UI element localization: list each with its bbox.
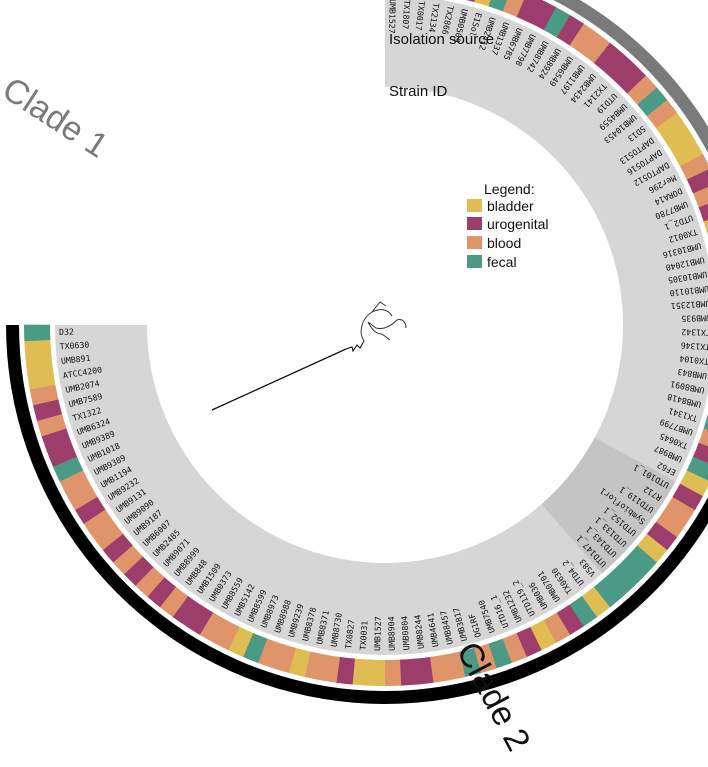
strain-label: UMB1527 [387,0,398,34]
tree-branches [212,302,406,410]
strain-label: TX0630 [59,339,89,351]
legend-label-bladder: bladder [487,198,534,214]
legend-label-urogenital: urogenital [487,216,549,232]
strain-label: TX1346 [680,340,708,352]
strain-label: UMB1527 [372,616,383,651]
legend-label-fecal: fecal [487,254,517,270]
legend: Legend: bladder urogenital blood fecal [467,181,549,270]
legend-swatch-bladder [467,199,482,212]
strain-label: UMB935 [681,313,708,324]
source-cell-69 [385,660,402,686]
source-cell-68 [400,659,418,686]
source-cell-71 [352,659,370,686]
legend-label-blood: blood [487,235,521,251]
branch-kinks [346,341,364,351]
strain-label: TX1807 [400,0,412,30]
strain-id-label: Strain ID [389,83,448,100]
strain-label: TX1342 [681,327,708,338]
strain-label: TX0031 [358,620,370,650]
long-branch [212,349,346,410]
clade-1-label: Clade 1 [0,70,115,166]
legend-title: Legend: [484,181,535,197]
legend-swatch-urogenital [467,217,482,230]
legend-swatch-blood [467,236,482,249]
source-cell-70 [368,660,385,686]
legend-swatch-fecal [467,255,482,268]
source-cell-104 [24,325,50,342]
root-cluster [361,302,406,341]
strain-label: UMB8904 [386,616,397,651]
source-cell-103 [24,340,51,358]
strain-label: D32 [59,326,74,336]
isolation-source-label: Isolation source [389,31,494,48]
